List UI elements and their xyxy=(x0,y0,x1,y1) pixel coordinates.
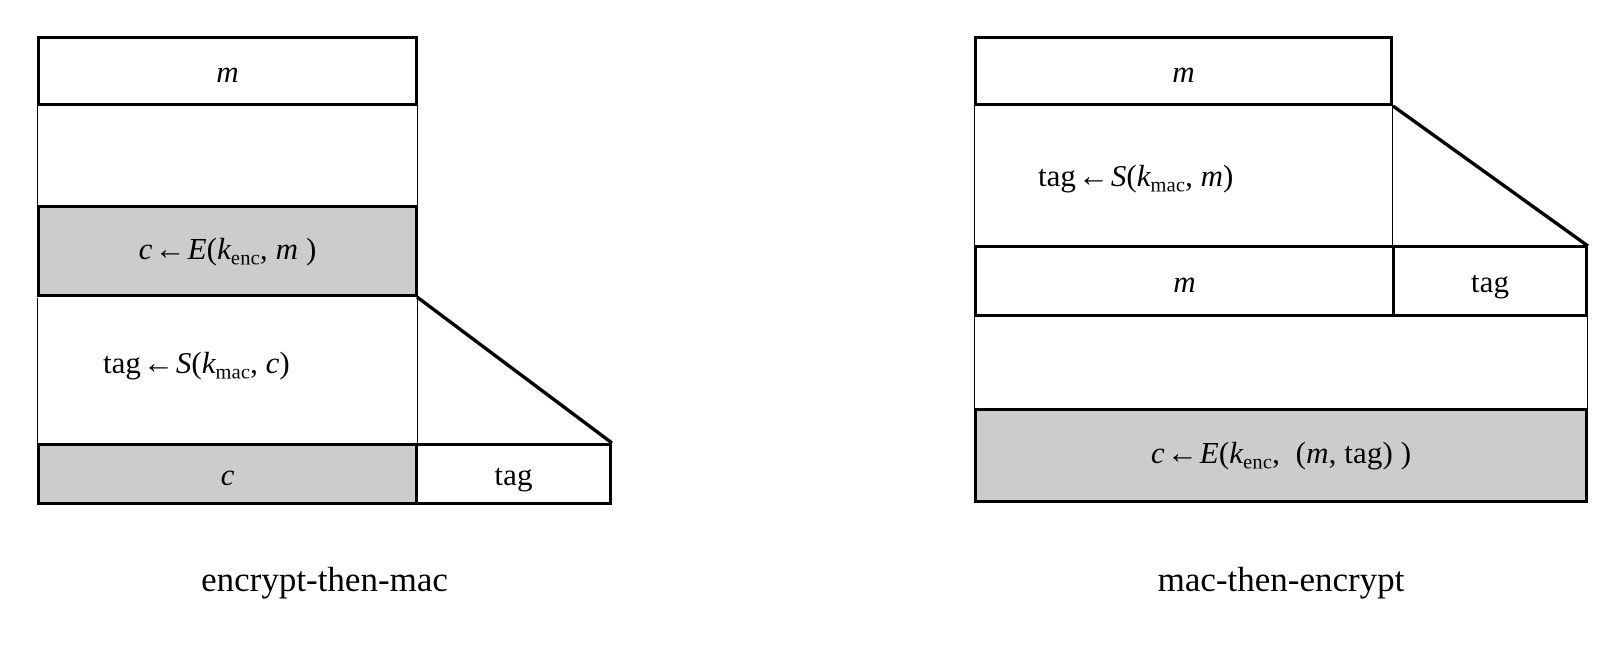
left-diagram-caption: encrypt-then-mac xyxy=(201,560,448,599)
right-middle-tag-label: tag xyxy=(1470,263,1510,299)
left-output-tag-label: tag xyxy=(494,456,533,492)
left-upper-gap-region xyxy=(37,106,418,205)
left-output-ciphertext-box: c xyxy=(37,443,418,505)
right-mac-formula: tag←S(kmac, m) xyxy=(1038,158,1234,197)
right-encrypt-box: c←E(kenc, (m, tag) ) xyxy=(974,408,1588,503)
right-middle-message-box: m xyxy=(974,245,1395,317)
right-input-box: m xyxy=(974,36,1393,106)
right-diagram-caption: mac-then-encrypt xyxy=(1157,560,1405,599)
left-output-ciphertext-label: c xyxy=(220,456,235,492)
left-mac-gap-region xyxy=(37,298,418,443)
right-mac-gap-region xyxy=(974,106,1393,245)
right-lower-gap-region xyxy=(974,317,1588,408)
right-middle-message-label: m xyxy=(1173,263,1196,299)
left-encrypt-box-formula: c←E(kenc, m ) xyxy=(138,230,317,270)
left-diagram-diagonal xyxy=(415,295,614,445)
right-input-box-label: m xyxy=(1172,53,1195,89)
left-input-box: m xyxy=(37,36,418,106)
left-output-tag-box: tag xyxy=(415,443,612,505)
left-mac-formula: tag←S(kmac, c) xyxy=(103,345,290,384)
left-input-box-label: m xyxy=(216,53,239,89)
right-encrypt-box-formula: c←E(kenc, (m, tag) ) xyxy=(1150,435,1412,475)
left-encrypt-box: c←E(kenc, m ) xyxy=(37,205,418,297)
right-diagram-diagonal xyxy=(1391,104,1590,248)
right-middle-tag-box: tag xyxy=(1392,245,1588,317)
